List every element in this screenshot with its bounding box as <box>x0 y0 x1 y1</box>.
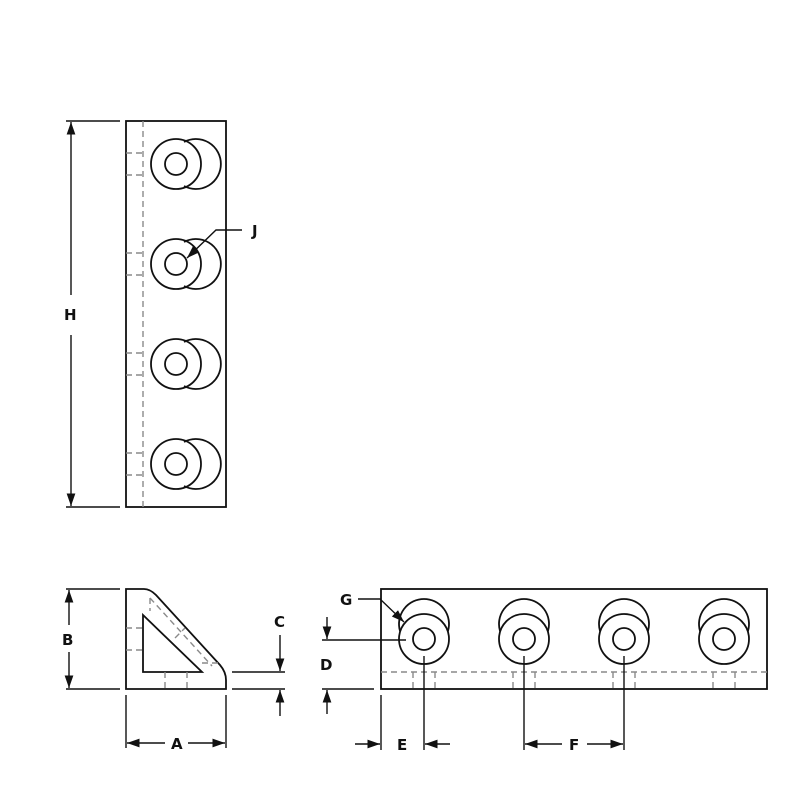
dimension-H: H <box>64 120 120 508</box>
side-view-outline <box>125 588 227 690</box>
top-hole-3 <box>150 338 222 390</box>
top-hole-1 <box>150 138 222 190</box>
dimension-D: D <box>320 617 406 714</box>
dimension-F: F <box>523 656 625 754</box>
top-view: J H <box>64 120 258 508</box>
side-view-pocket <box>142 612 205 673</box>
front-hole-1 <box>398 598 450 665</box>
front-hole-3 <box>598 598 650 665</box>
top-hole-4 <box>150 438 222 490</box>
dimension-C: C <box>232 613 285 716</box>
front-view-outline <box>380 588 768 690</box>
label-E: E <box>397 736 407 754</box>
label-A: A <box>171 735 183 753</box>
side-hidden-lines <box>126 597 220 689</box>
top-hole-2 <box>150 238 222 290</box>
front-hole-4 <box>698 598 750 665</box>
label-D: D <box>320 656 332 674</box>
label-F: F <box>569 736 579 754</box>
hidden-hole-ticks <box>126 152 143 476</box>
front-view: G D E F <box>320 588 768 754</box>
dimension-B: B <box>62 588 120 690</box>
label-C: C <box>274 613 285 631</box>
side-view: B A C <box>62 588 285 753</box>
label-G: G <box>340 591 352 609</box>
label-B: B <box>62 631 73 649</box>
front-hole-2 <box>498 598 550 665</box>
leader-G: G <box>340 591 405 623</box>
label-J: J <box>251 222 258 240</box>
top-view-outline <box>125 120 227 508</box>
leader-J: J <box>186 222 258 259</box>
dimension-A: A <box>125 695 227 753</box>
front-hidden-ticks <box>412 672 736 689</box>
label-H: H <box>64 306 77 324</box>
dimension-E: E <box>355 656 450 754</box>
